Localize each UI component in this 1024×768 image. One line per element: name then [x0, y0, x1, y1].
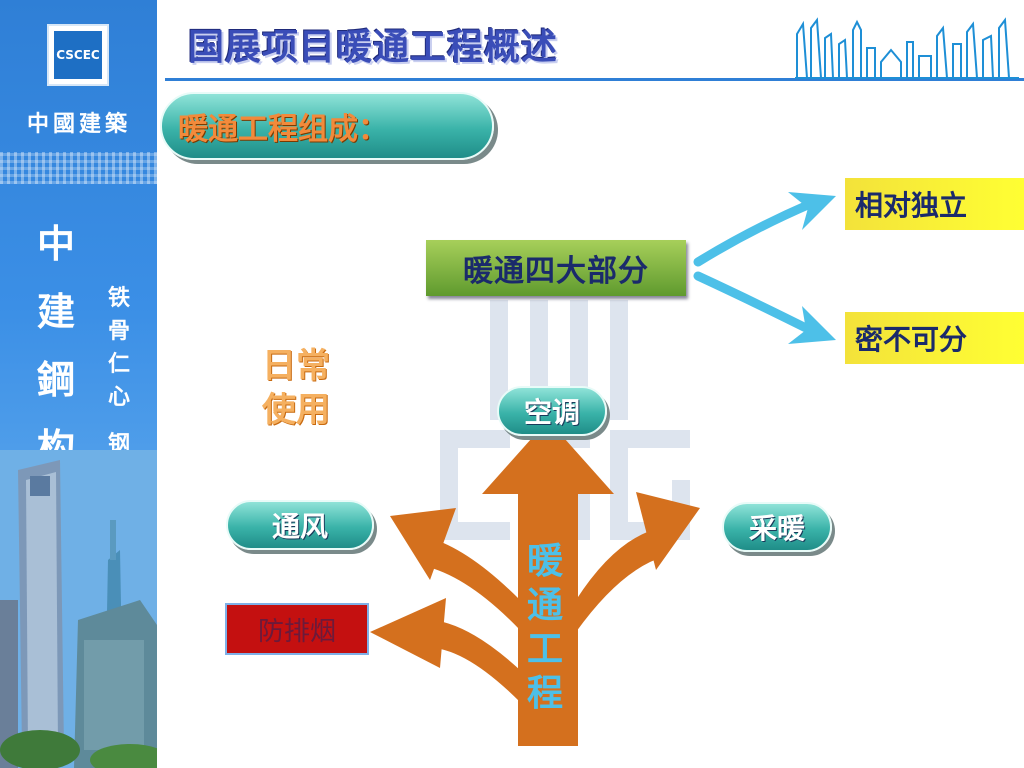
cscec-logo: CSCEC	[47, 24, 109, 86]
daily-use-label: 日常 使用	[262, 344, 352, 432]
hvac-char: 暖	[526, 541, 563, 582]
ventilation-pill: 通风	[226, 500, 374, 550]
slogan-sub-char: 心	[107, 384, 130, 410]
slogan-sub-char: 仁	[107, 351, 130, 377]
heating-pill: 采暖	[722, 502, 832, 552]
smoke-control-box: 防排烟	[225, 603, 369, 655]
logo-mark: CSCEC	[54, 31, 102, 79]
daily-use-line: 使用	[262, 390, 330, 430]
section-pill	[160, 92, 494, 160]
orange-branch-arrows	[370, 420, 700, 746]
slide-title: 国展项目暖通工程概述	[188, 27, 559, 68]
slogan-sub-char: 铁	[107, 285, 130, 311]
hvac-char: 程	[526, 673, 563, 714]
skyline-image	[0, 450, 157, 768]
decorative-pattern	[0, 152, 157, 184]
air-conditioning-pill: 空调	[497, 386, 607, 436]
section-label: 暖通工程组成：	[178, 112, 388, 147]
slogan-main: 中 建 鋼 构	[36, 210, 76, 482]
blue-arrows	[693, 192, 836, 344]
hvac-four-parts-box: 暖通四大部分	[426, 240, 686, 296]
brand-name: 中國建築	[26, 111, 131, 137]
title-divider	[165, 78, 1024, 81]
inseparable-box: 密不可分	[845, 312, 1024, 364]
slogan-char: 建	[36, 289, 75, 334]
city-skyline-icon	[795, 17, 1019, 79]
hvac-char: 通	[526, 585, 563, 626]
slogan-sub-spacer	[104, 414, 134, 428]
slogan-char: 中	[36, 221, 75, 266]
left-sidebar: CSCEC 中國建築 中 建 鋼 构 铁 骨 仁 心 钢 构 未 来	[0, 0, 157, 768]
daily-use-line: 日常	[262, 346, 330, 386]
hvac-engineering-vertical-label: 暖 通 工 程	[522, 540, 568, 716]
relatively-independent-box: 相对独立	[845, 178, 1024, 230]
hvac-char: 工	[526, 629, 563, 670]
slogan-sub-char: 骨	[107, 318, 130, 344]
slogan-char: 鋼	[36, 357, 75, 402]
